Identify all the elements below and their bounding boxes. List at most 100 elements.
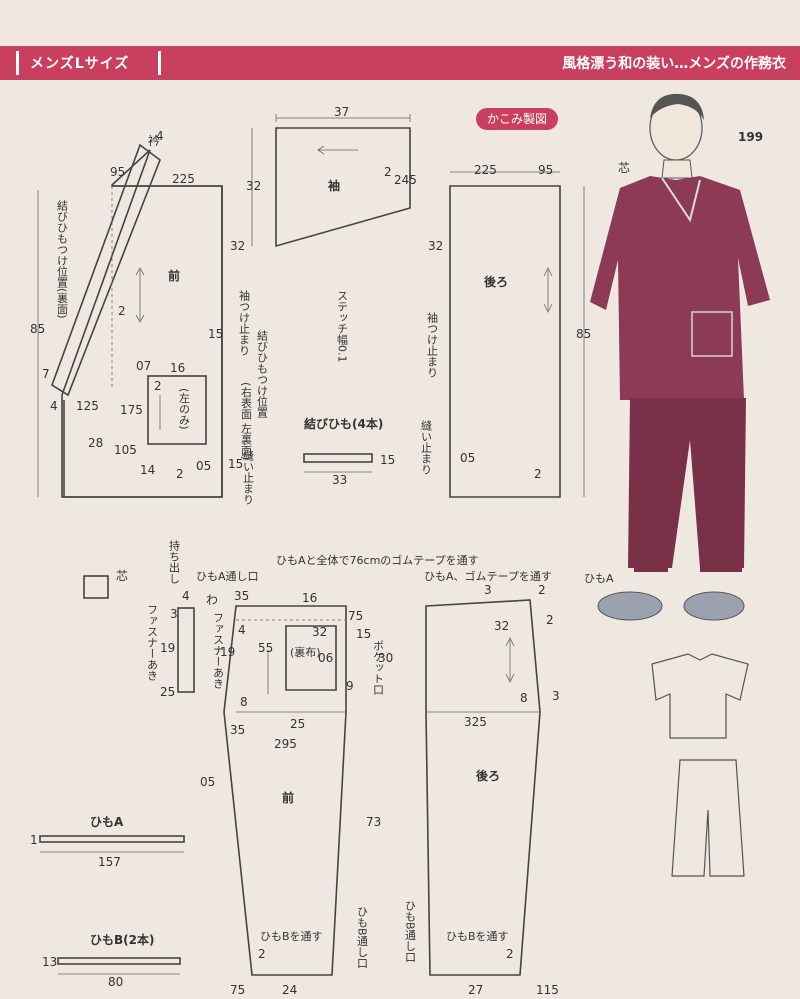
dim-label: 2 xyxy=(534,467,542,481)
pants-back-piece: 後ろ ひもA、ゴムテープを通す ひもA ひもB通し口 ひもBを通す 3 2 2 … xyxy=(404,569,614,997)
dim-label: 2 xyxy=(154,379,162,393)
dim-label: 75 xyxy=(230,983,245,997)
dim-label: 295 xyxy=(274,737,297,751)
annotation: (裏布) xyxy=(290,645,321,659)
dim-label: 4 xyxy=(238,623,246,637)
annotation: ひもA通し口 xyxy=(196,570,259,583)
dim-label: 15 xyxy=(380,453,395,467)
annotation: (右表面 左裏面) xyxy=(240,382,253,460)
annotation: 縫い止まり xyxy=(420,419,433,475)
dim-label: 4 xyxy=(182,589,190,603)
dim-label: 175 xyxy=(120,403,143,417)
dim-label: 3 xyxy=(484,583,492,597)
annotation: ひもA xyxy=(584,572,614,585)
dim-label: 245 xyxy=(394,173,417,187)
dim-label: 2 xyxy=(176,467,184,481)
tie-strip-piece: 結びひも(4本) 33 15 xyxy=(303,416,395,487)
dim-label: 15 xyxy=(208,327,223,341)
dim-label: 95 xyxy=(538,163,553,177)
sleeve-piece: 37 32 2 245 袖 ステッチ幅0.1 xyxy=(246,105,417,363)
header-separator xyxy=(158,51,161,75)
jacket-front-piece: 衿 95 225 4 32 2 85 7 4 125 07 16 2 175 1… xyxy=(30,129,269,505)
piece-title: ひもA xyxy=(90,815,124,829)
dim-label: 30 xyxy=(378,651,393,665)
annotation: ファスナーあき xyxy=(212,612,225,689)
dim-label: 2 xyxy=(118,304,126,318)
header-separator xyxy=(16,51,19,75)
annotation: ひもBを通す xyxy=(260,930,323,943)
annotation: ポケット口 xyxy=(372,640,385,695)
dim-label: 225 xyxy=(172,172,195,186)
tie-a-piece: ひもA 1 157 xyxy=(30,815,185,869)
dim-label: 4 xyxy=(156,129,164,143)
dim-label: 9 xyxy=(346,679,354,693)
fly-flap-piece: 持ち出し わ ファスナーあき 4 3 19 25 芯 xyxy=(83,539,218,699)
size-label: メンズLサイズ xyxy=(30,56,130,72)
dim-label: 225 xyxy=(474,163,497,177)
dim-label: 32 xyxy=(428,239,443,253)
piece-title: 前 xyxy=(282,790,294,805)
dim-label: 25 xyxy=(290,717,305,731)
annotation: 縫い止まり xyxy=(242,449,255,505)
dim-label: 105 xyxy=(114,443,137,457)
annotation: 袖つけ止まり xyxy=(238,289,251,356)
dim-label: 07 xyxy=(136,359,151,373)
dim-label: 24 xyxy=(282,983,297,997)
flat-jacket-sketch xyxy=(651,653,749,739)
dim-label: 16 xyxy=(302,591,317,605)
dim-label: 33 xyxy=(332,473,347,487)
dim-label: 85 xyxy=(30,322,45,336)
dim-label: 13 xyxy=(42,955,57,969)
jacket-back-piece: 225 95 32 85 05 2 後ろ 袖つけ止まり 縫い止まり 芯 xyxy=(420,161,630,498)
label-collar: 衿 xyxy=(148,133,160,148)
piece-title: 後ろ xyxy=(476,768,500,783)
annotation: ファスナーあき xyxy=(146,604,159,681)
dim-label: 25 xyxy=(160,685,175,699)
annotation: ひもA、ゴムテープを通す xyxy=(424,569,552,583)
section-header-bar: メンズLサイズ 風格漂う和の装い…メンズの作務衣 xyxy=(0,46,800,80)
dim-label: 05 xyxy=(196,459,211,473)
flat-pants-sketch xyxy=(671,759,745,877)
dim-label: 15 xyxy=(356,627,371,641)
dim-label: 75 xyxy=(348,609,363,623)
page-heading: 風格漂う和の装い…メンズの作務衣 xyxy=(562,56,786,72)
piece-title: ひもB(2本) xyxy=(90,932,154,947)
dim-label: 2 xyxy=(384,165,392,179)
annotation: 芯 xyxy=(116,569,128,583)
dim-label: 95 xyxy=(110,165,125,179)
dim-label: 05 xyxy=(200,775,215,789)
dim-label: 19 xyxy=(220,645,235,659)
dim-label: 2 xyxy=(538,583,546,597)
annotation: ステッチ幅0.1 xyxy=(336,290,349,363)
piece-title: 後ろ xyxy=(484,274,508,289)
dim-label: 2 xyxy=(506,947,514,961)
dim-label: 32 xyxy=(246,179,261,193)
dim-label: 32 xyxy=(494,619,509,633)
annotation: ひもAと全体で76cmのゴムテープを通す xyxy=(276,553,479,567)
annotation: 芯 xyxy=(618,161,630,175)
dim-label: 32 xyxy=(230,239,245,253)
dim-label: 27 xyxy=(468,983,483,997)
dim-label: 4 xyxy=(50,399,58,413)
dim-label: 80 xyxy=(108,975,123,989)
dim-label: 32 xyxy=(312,625,327,639)
dim-label: 05 xyxy=(460,451,475,465)
dim-label: 14 xyxy=(140,463,155,477)
annotation: (左のみ) xyxy=(178,388,191,430)
piece-title: 結びひも(4本) xyxy=(304,416,383,431)
dim-label: 7 xyxy=(42,367,50,381)
dim-label: 2 xyxy=(546,613,554,627)
annotation: 持ち出し xyxy=(168,539,181,584)
annotation: わ xyxy=(206,593,218,607)
dim-label: 8 xyxy=(240,695,248,709)
dim-label: 19 xyxy=(160,641,175,655)
dim-label: 3 xyxy=(552,689,560,703)
piece-title: 前 xyxy=(168,268,180,283)
pants-front-piece: 前 ひもAと全体で76cmのゴムテープを通す ひもA通し口 (裏布) ポケット口… xyxy=(196,553,479,997)
dim-label: 73 xyxy=(366,815,381,829)
annotation: ひもBを通す xyxy=(446,930,509,943)
annotation: ひもB通し口 xyxy=(356,906,369,969)
dim-label: 2 xyxy=(258,947,266,961)
annotation: ひもB通し口 xyxy=(404,900,417,963)
dim-label: 06 xyxy=(318,651,333,665)
